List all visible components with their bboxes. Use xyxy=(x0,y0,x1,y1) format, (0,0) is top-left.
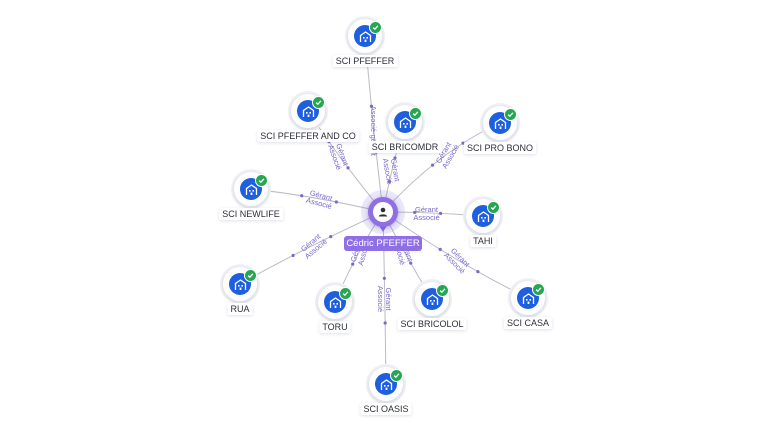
edge-arrow-icon xyxy=(382,276,386,280)
check-badge-icon xyxy=(409,107,422,120)
check-badge-icon xyxy=(255,174,268,187)
company-label: TAHI xyxy=(470,235,496,247)
relation-label: Associé xyxy=(381,158,394,185)
relation-label: Gérant xyxy=(384,288,393,312)
edge-arrow-icon xyxy=(461,141,465,145)
relation-label: Associé xyxy=(413,213,439,222)
check-badge-icon xyxy=(369,21,382,34)
edge-arrow-icon xyxy=(409,261,413,265)
relation-label: Associé xyxy=(376,286,385,312)
company-label: SCI OASIS xyxy=(360,403,412,415)
person-pin xyxy=(368,197,398,227)
check-badge-icon xyxy=(504,108,517,121)
company-label: SCI PRO BONO xyxy=(463,142,537,154)
edge-arrow-icon xyxy=(300,194,304,198)
company-label: SCI CASA xyxy=(503,317,553,329)
company-label: SCI BRICOMDR xyxy=(368,141,442,153)
edge-arrow-icon xyxy=(291,253,295,258)
edge-arrow-icon xyxy=(387,179,391,184)
pin-tip xyxy=(378,224,388,232)
edge-arrow-icon xyxy=(430,163,435,167)
edge-arrow-icon xyxy=(393,156,397,160)
edge-arrow-icon xyxy=(351,262,355,266)
relation-label: Gérant xyxy=(389,158,402,183)
company-label: TORU xyxy=(319,321,351,333)
edge-arrow-icon xyxy=(438,211,443,215)
check-badge-icon xyxy=(339,287,352,300)
edge-arrow-icon xyxy=(413,210,417,215)
check-badge-icon xyxy=(244,269,257,282)
person-name-label: Cédric PFEFFER xyxy=(344,236,422,251)
edge-arrow-icon xyxy=(438,247,442,251)
edge-arrow-icon xyxy=(329,235,333,239)
edge-arrow-icon xyxy=(334,200,338,204)
check-badge-icon xyxy=(532,283,545,296)
edge-arrow-icon xyxy=(346,166,350,170)
company-label: RUA xyxy=(227,303,253,315)
relation-label: Associé-gérant xyxy=(369,106,378,157)
user-icon xyxy=(373,202,393,222)
check-badge-icon xyxy=(487,201,500,214)
check-badge-icon xyxy=(312,96,325,109)
edge-arrow-icon xyxy=(369,104,374,108)
edge-label-sci-pfeffer: Associé-gérant xyxy=(369,106,378,157)
edge-arrow-icon xyxy=(383,321,387,325)
edge-arrow-icon xyxy=(476,270,480,274)
relation-label: Gérant xyxy=(415,205,439,214)
edge-sci-oasis xyxy=(382,211,387,385)
check-badge-icon xyxy=(390,369,403,382)
company-label: SCI PFEFFER AND CO xyxy=(257,130,359,142)
company-label: SCI BRICOLOL xyxy=(397,318,467,330)
check-badge-icon xyxy=(436,284,449,297)
company-label: SCI PFEFFER xyxy=(332,55,398,67)
company-label: SCI NEWLIFE xyxy=(219,208,283,220)
